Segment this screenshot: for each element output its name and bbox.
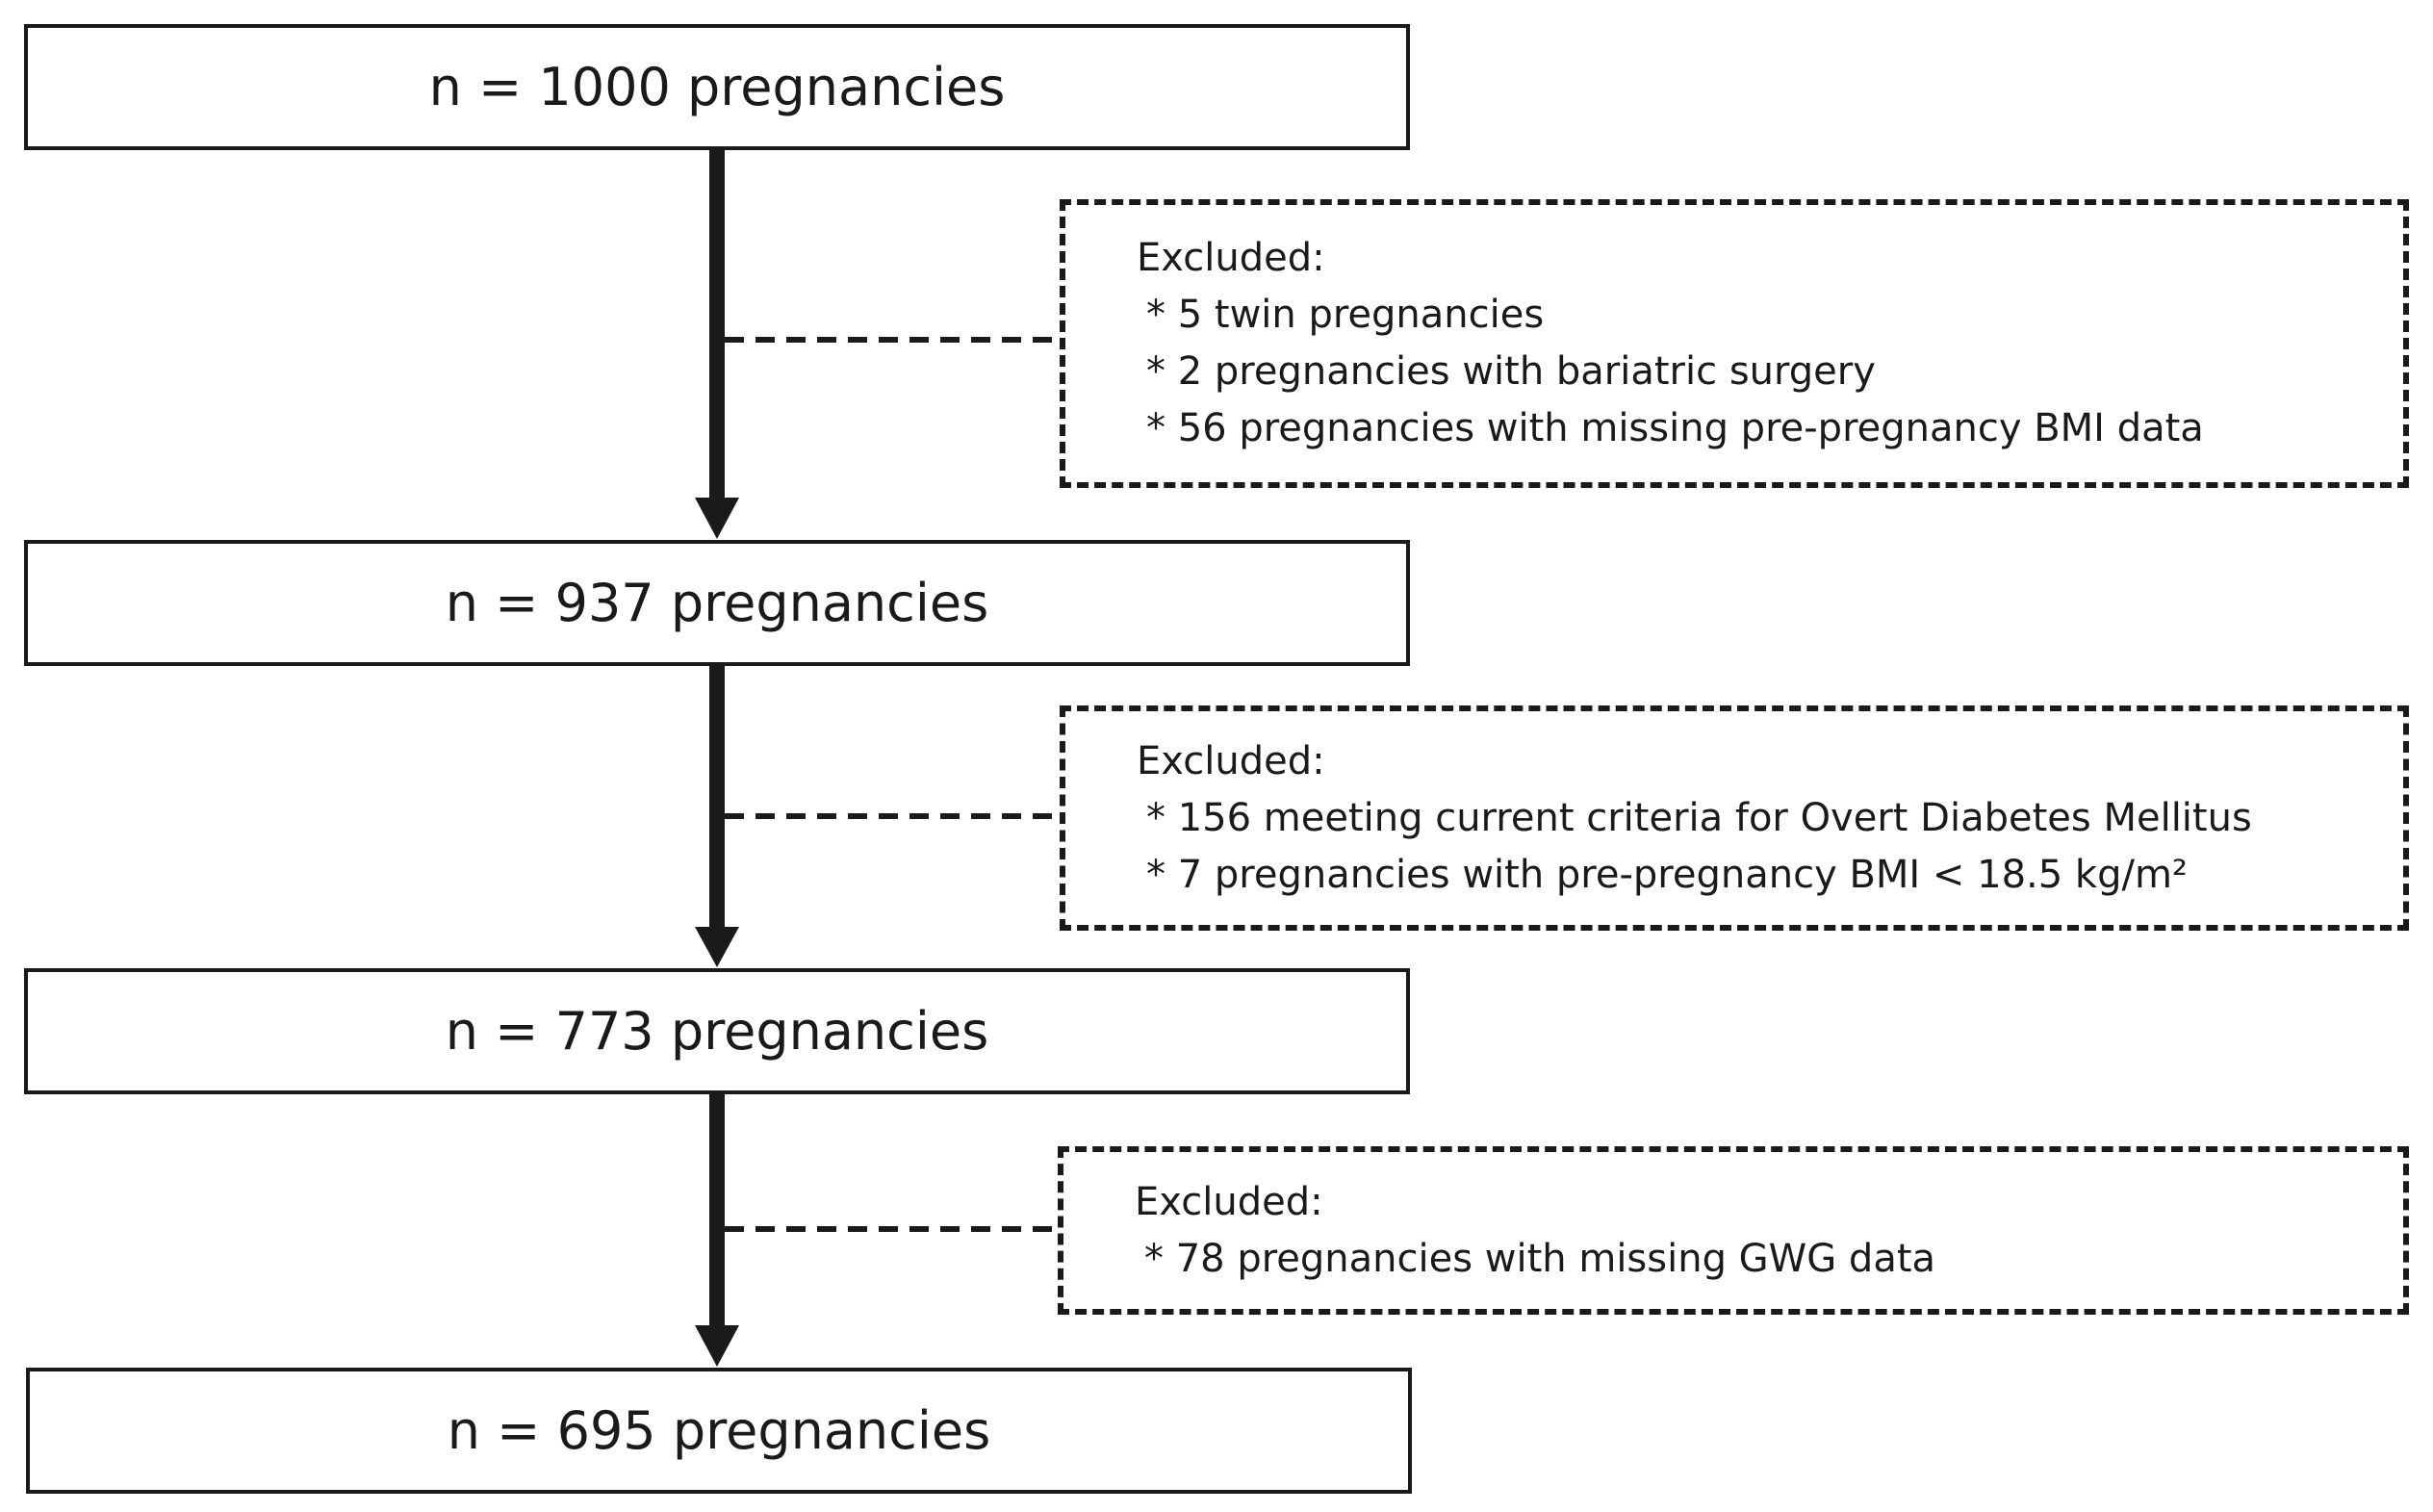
stage-label: n = 695 pregnancies	[447, 1400, 991, 1461]
exclusion-box-1: Excluded: * 5 twin pregnancies * 2 pregn…	[1060, 199, 2409, 488]
stage-box-3: n = 773 pregnancies	[24, 968, 1410, 1094]
stage-box-4: n = 695 pregnancies	[26, 1368, 1412, 1494]
stage-label: n = 773 pregnancies	[445, 1001, 989, 1062]
exclusion-item: * 5 twin pregnancies	[1146, 293, 1545, 337]
exclusion-item: * 56 pregnancies with missing pre-pregna…	[1146, 406, 2204, 450]
exclusion-item: * 7 pregnancies with pre-pregnancy BMI <…	[1146, 852, 2188, 897]
stage-label: n = 1000 pregnancies	[428, 57, 1006, 117]
exclusion-heading: Excluded:	[1135, 1179, 1323, 1224]
exclusion-item: * 2 pregnancies with bariatric surgery	[1146, 349, 1876, 394]
exclusion-box-2: Excluded: * 156 meeting current criteria…	[1060, 705, 2409, 931]
exclusion-heading: Excluded:	[1137, 738, 1325, 783]
stage-label: n = 937 pregnancies	[445, 573, 989, 633]
exclusion-heading: Excluded:	[1137, 236, 1325, 280]
stage-box-2: n = 937 pregnancies	[24, 540, 1410, 666]
flow-arrow-2-head	[695, 927, 739, 967]
flow-arrow-3-head	[695, 1325, 739, 1367]
exclusion-box-3: Excluded: * 78 pregnancies with missing …	[1058, 1146, 2409, 1315]
flow-arrow-1-head	[695, 498, 739, 539]
exclusion-item: * 156 meeting current criteria for Overt…	[1146, 795, 2252, 840]
exclusion-item: * 78 pregnancies with missing GWG data	[1144, 1236, 1936, 1281]
stage-box-1: n = 1000 pregnancies	[24, 24, 1410, 150]
